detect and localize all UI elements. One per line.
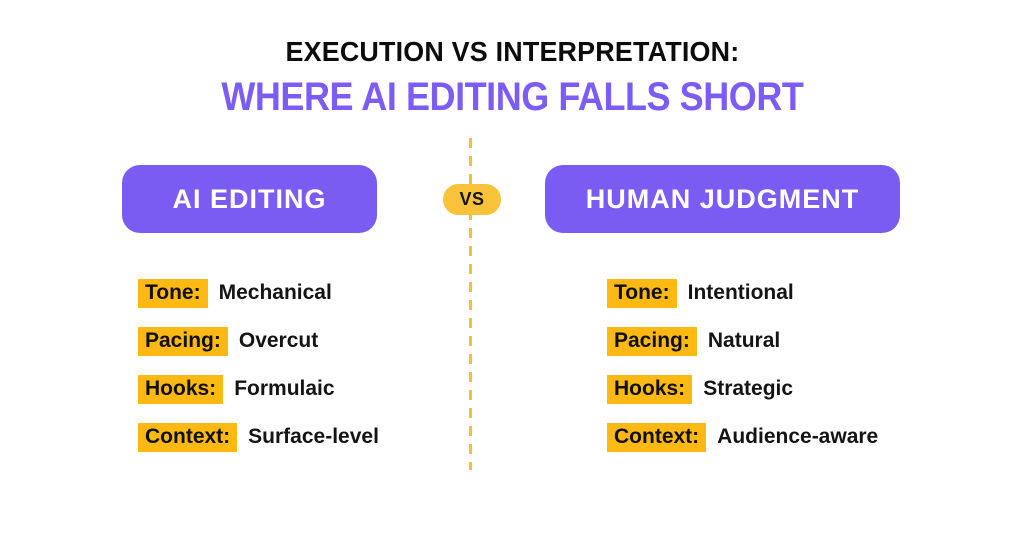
page-title: EXECUTION VS INTERPRETATION: WHERE AI ED… <box>0 36 1024 120</box>
list-item: Pacing: Overcut <box>138 326 379 356</box>
attribute-value: Mechanical <box>218 281 332 304</box>
attribute-value: Formulaic <box>234 377 335 400</box>
title-line2: WHERE AI EDITING FALLS SHORT <box>220 75 804 119</box>
attribute-value: Natural <box>707 329 781 352</box>
list-item: Hooks: Strategic <box>607 374 878 404</box>
list-item: Hooks: Formulaic <box>138 374 379 404</box>
right-attribute-list: Tone: Intentional Pacing: Natural Hooks:… <box>607 278 879 452</box>
attribute-label: Hooks: <box>138 374 224 404</box>
vs-badge: VS <box>443 184 501 215</box>
list-item: Tone: Intentional <box>607 278 878 308</box>
left-attribute-list: Tone: Mechanical Pacing: Overcut Hooks: … <box>138 278 379 452</box>
list-item: Pacing: Natural <box>607 326 878 356</box>
dashed-divider-line <box>469 138 472 470</box>
left-column-header: AI EDITING <box>122 165 377 233</box>
attribute-label: Context: <box>607 422 707 452</box>
title-line1: EXECUTION VS INTERPRETATION: <box>285 36 739 67</box>
right-column-header: HUMAN JUDGMENT <box>545 165 900 233</box>
attribute-value: Overcut <box>238 329 319 352</box>
list-item: Tone: Mechanical <box>138 278 379 308</box>
attribute-value: Strategic <box>703 377 794 400</box>
attribute-label: Pacing: <box>138 326 228 356</box>
attribute-value: Intentional <box>687 281 794 304</box>
attribute-label: Tone: <box>138 278 208 308</box>
attribute-value: Surface-level <box>248 425 379 448</box>
attribute-label: Tone: <box>607 278 677 308</box>
attribute-label: Context: <box>138 422 238 452</box>
attribute-label: Pacing: <box>607 326 697 356</box>
attribute-label: Hooks: <box>607 374 693 404</box>
list-item: Context: Audience-aware <box>607 422 879 452</box>
attribute-value: Audience-aware <box>717 425 879 448</box>
list-item: Context: Surface-level <box>138 422 379 452</box>
